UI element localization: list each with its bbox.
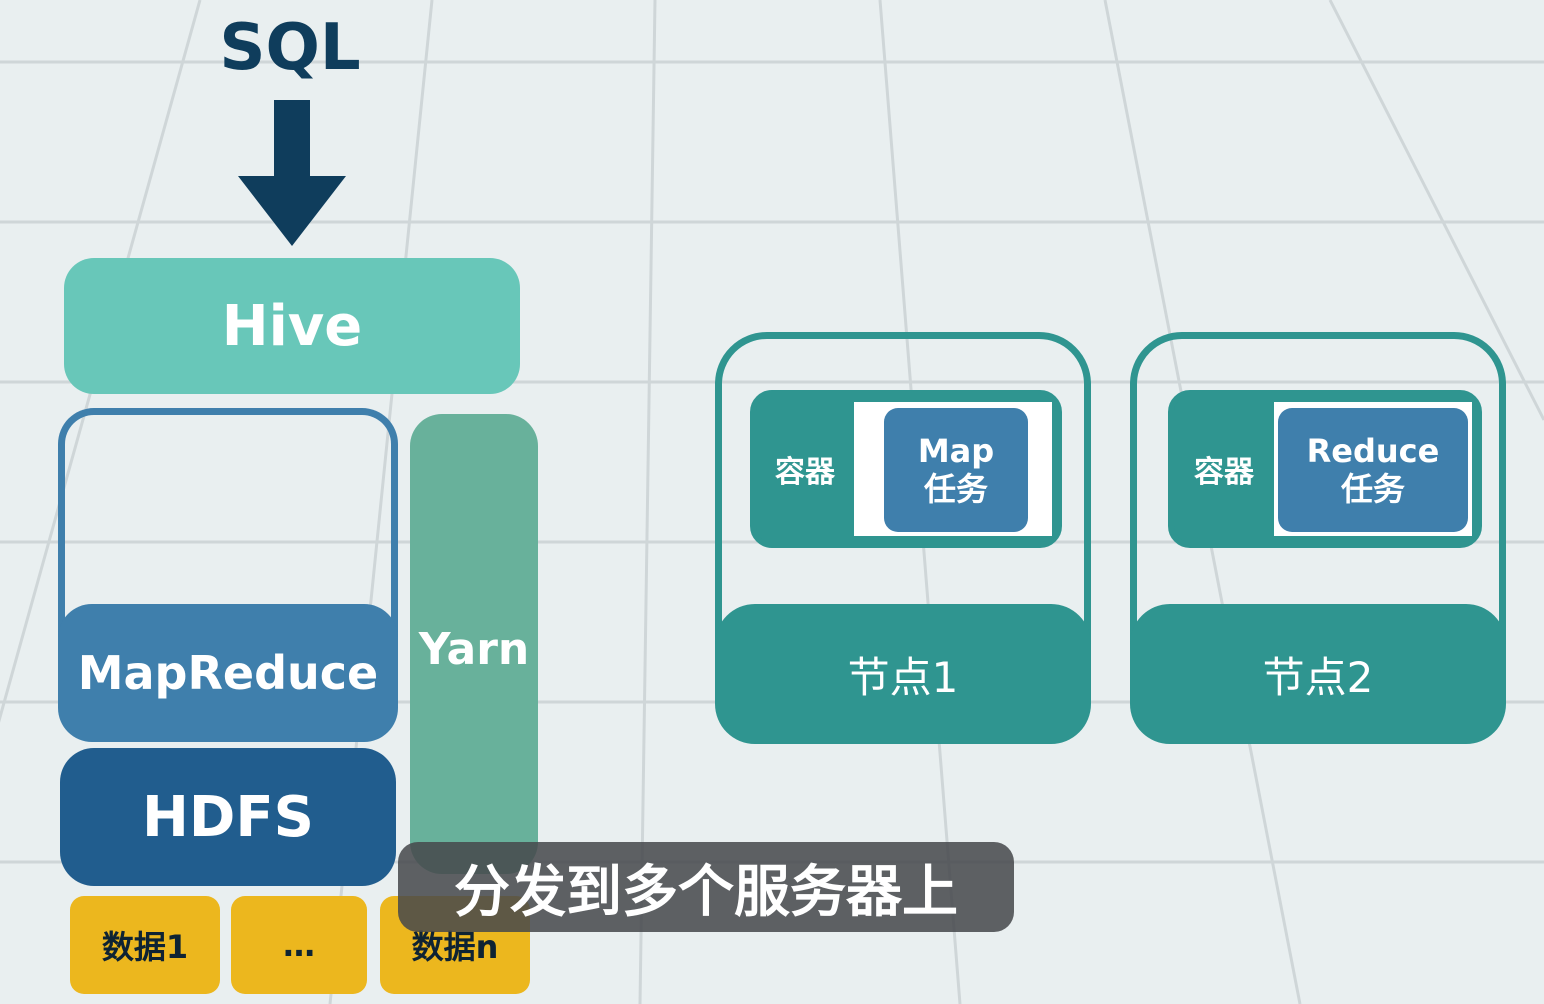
node-2-container-label: 容器 [1194, 455, 1254, 490]
mapreduce-block: MapReduce [58, 604, 398, 742]
data-block-ellipsis: … [231, 896, 367, 994]
node-2-container: 容器 Reduce 任务 [1168, 390, 1482, 548]
watermark-logo [0, 8, 132, 48]
yarn-block: Yarn [410, 414, 538, 874]
hive-block: Hive [64, 258, 520, 394]
map-task: Map 任务 [884, 408, 1028, 532]
map-task-line1: Map [917, 431, 995, 470]
node-1-container-label: 容器 [775, 455, 835, 490]
mapreduce-frame [58, 408, 398, 738]
down-arrow-icon [238, 100, 346, 246]
data-block-1: 数据1 [70, 896, 220, 994]
sql-label: SQL [219, 11, 361, 85]
subtitle-caption: 分发到多个服务器上 [398, 842, 1014, 932]
reduce-task-line1: Reduce [1306, 431, 1440, 470]
node-1-label: 节点1 [715, 604, 1091, 744]
map-task-line2: 任务 [923, 470, 988, 508]
node-1-container: 容器 Map 任务 [750, 390, 1062, 548]
reduce-task-line2: 任务 [1340, 470, 1405, 508]
node-2-label: 节点2 [1130, 604, 1506, 744]
hdfs-block: HDFS [60, 748, 396, 886]
reduce-task: Reduce 任务 [1278, 408, 1468, 532]
